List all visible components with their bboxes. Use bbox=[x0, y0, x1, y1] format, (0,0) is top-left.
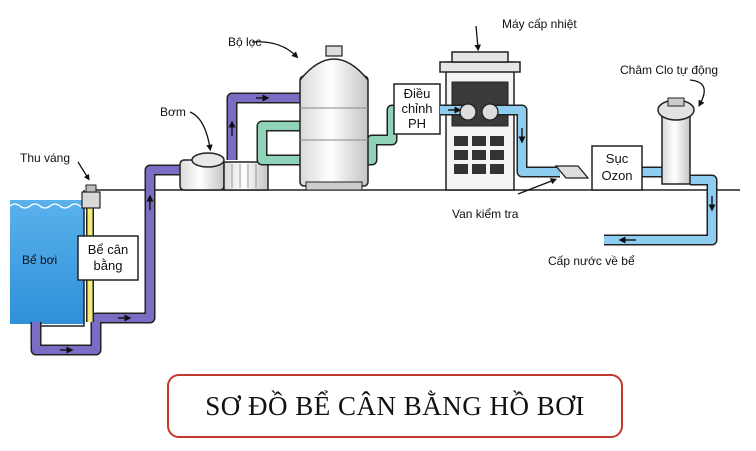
ph-label-1: Điều bbox=[404, 86, 431, 101]
ozone-label-2: Ozon bbox=[601, 168, 632, 183]
chlorinator: Châm Clo tự động bbox=[620, 63, 718, 185]
check-valve-label: Van kiểm tra bbox=[452, 207, 519, 221]
pool: Bể bơi bbox=[9, 190, 85, 327]
skimmer-label: Thu váng bbox=[20, 151, 70, 165]
balance-tank-label-2: bằng bbox=[94, 258, 123, 273]
diagram-title-box: SƠ ĐỒ BỂ CÂN BẰNG HỒ BƠI bbox=[167, 374, 623, 438]
filter-label: Bộ lọc bbox=[228, 35, 261, 49]
ozone-label-1: Sục bbox=[606, 151, 629, 166]
chlorinator-label: Châm Clo tự động bbox=[620, 63, 718, 77]
heater-label: Máy cấp nhiệt bbox=[502, 17, 577, 31]
heater-ports bbox=[459, 103, 499, 121]
skimmer: Thu váng bbox=[20, 151, 101, 209]
pump: Bơm bbox=[160, 105, 269, 191]
balance-tank: Bể cân bằng bbox=[77, 235, 139, 281]
check-valve: Van kiểm tra bbox=[452, 165, 590, 221]
pump-to-filter-pipe bbox=[226, 92, 300, 160]
ph-label-2: chỉnh bbox=[401, 101, 432, 116]
filter-outlet-pipe bbox=[256, 104, 398, 166]
diagram-title: SƠ ĐỒ BỂ CÂN BẰNG HỒ BƠI bbox=[205, 390, 585, 421]
heater: Máy cấp nhiệt bbox=[439, 17, 577, 191]
return-label: Cấp nước về bể bbox=[548, 254, 635, 268]
filter: Bộ lọc bbox=[228, 35, 369, 191]
ozone-unit: Sục Ozon bbox=[591, 145, 643, 191]
ph-controller: Điều chỉnh PH bbox=[393, 83, 441, 135]
ph-label-3: PH bbox=[408, 116, 426, 131]
pool-label: Bể bơi bbox=[22, 253, 57, 267]
balance-tank-label-1: Bể cân bbox=[88, 242, 128, 257]
pump-label: Bơm bbox=[160, 105, 186, 119]
